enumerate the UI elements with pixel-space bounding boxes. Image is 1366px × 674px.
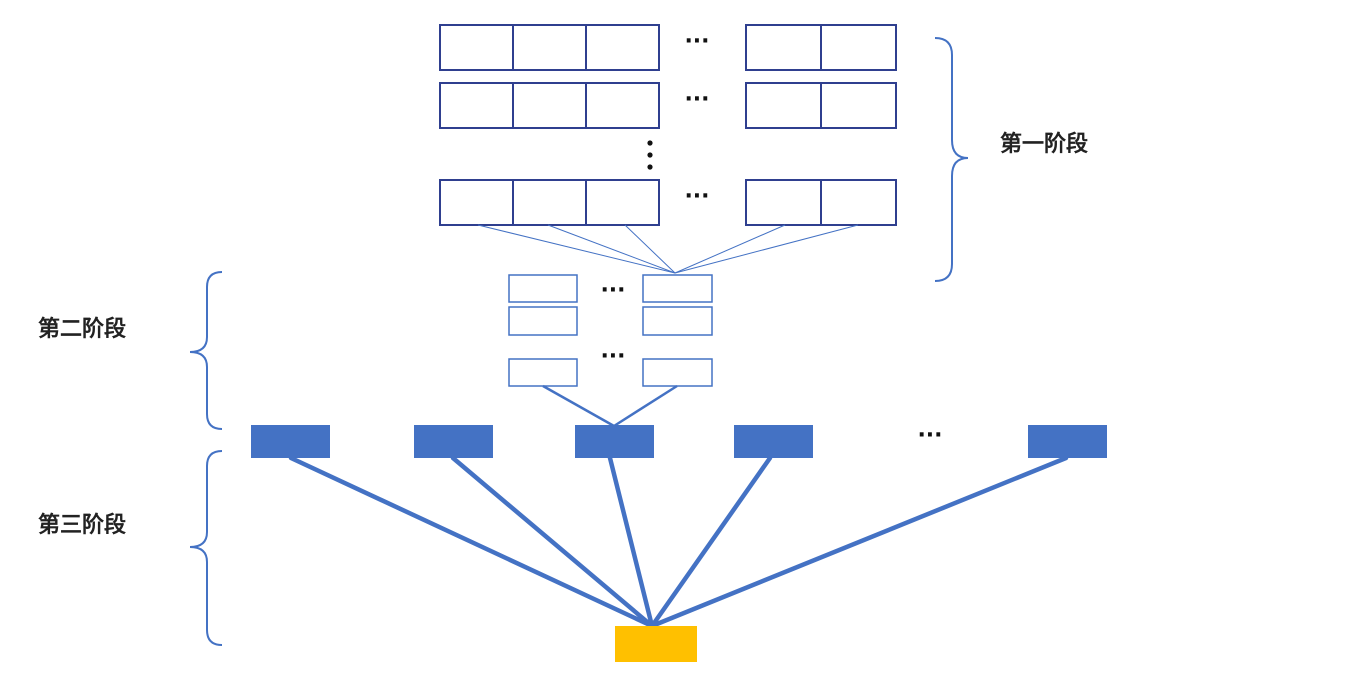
grid-cell (820, 24, 897, 71)
stage-two-grid (508, 274, 713, 387)
stage-two-connectors (542, 384, 678, 428)
small-row-ellipsis: ··· (600, 278, 625, 303)
grid-cell (585, 82, 660, 129)
grid-cell (745, 24, 822, 71)
row-ellipsis: ··· (684, 29, 709, 54)
stage-three-label: 第三阶段 (38, 512, 126, 538)
small-box (508, 274, 578, 303)
stage-one-label: 第一阶段 (1000, 131, 1088, 157)
grid-cell (745, 82, 822, 129)
row-ellipsis: ··· (684, 184, 709, 209)
stage-three-brace (189, 450, 223, 646)
stage-three-connectors (288, 455, 1069, 629)
stage-two-label: 第二阶段 (38, 316, 126, 342)
stage-one-grid: ··· ··· ··· (439, 24, 897, 226)
grid-cell (585, 179, 660, 226)
root-box (615, 626, 697, 662)
filled-box (575, 425, 654, 458)
grid-cell (439, 24, 514, 71)
grid-cell (820, 179, 897, 226)
grid-cell (585, 24, 660, 71)
filled-box (734, 425, 813, 458)
small-row-ellipsis: ··· (600, 344, 625, 369)
stage-one-brace (934, 37, 969, 282)
grid-row: ··· (439, 82, 897, 129)
grid-cell (512, 24, 587, 71)
small-box (642, 306, 713, 336)
grid-cell (439, 179, 514, 226)
grid-cell (745, 179, 822, 226)
grid-cell (820, 82, 897, 129)
grid-cell (512, 179, 587, 226)
vertical-ellipsis (647, 140, 653, 170)
stage-one-connectors (477, 224, 859, 274)
stage-two-brace (189, 271, 223, 430)
small-box (642, 274, 713, 303)
filled-box (1028, 425, 1107, 458)
grid-row: ··· (439, 179, 897, 226)
grid-cell (512, 82, 587, 129)
grid-cell (439, 82, 514, 129)
filled-box (251, 425, 330, 458)
grid-row: ··· (439, 24, 897, 71)
small-box (642, 358, 713, 387)
small-box (508, 358, 578, 387)
filled-row-ellipsis: ··· (917, 423, 942, 448)
small-box (508, 306, 578, 336)
filled-box (414, 425, 493, 458)
stage-three-row (251, 425, 1107, 458)
row-ellipsis: ··· (684, 87, 709, 112)
